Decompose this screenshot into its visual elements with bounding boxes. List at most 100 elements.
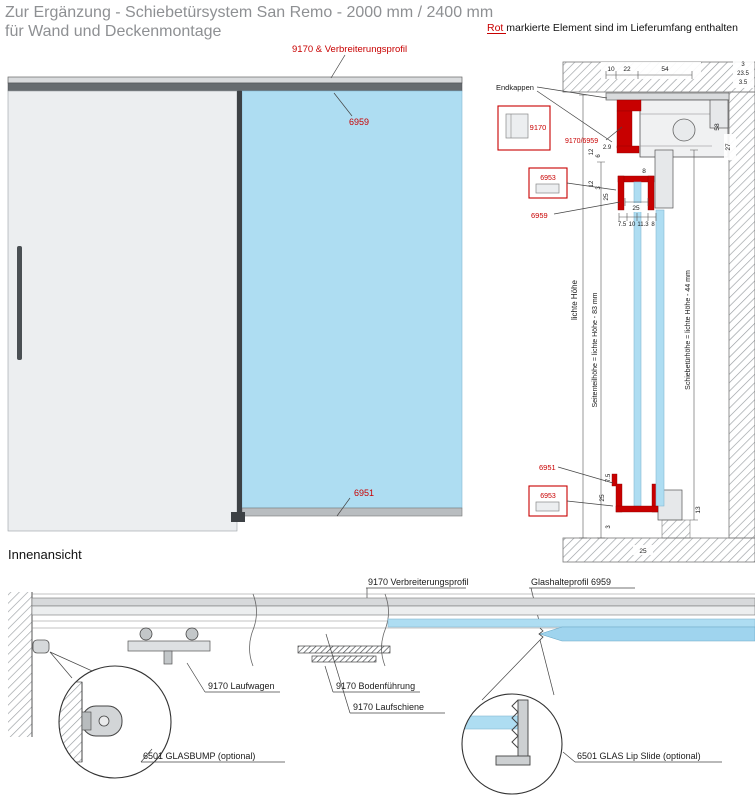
dim-seitenteilhoehe: Seitenteilhöhe = lichte Höhe - 83 mm: [592, 292, 599, 407]
endkappen-label: Endkappen: [496, 83, 534, 92]
top-track-bar: [7, 82, 463, 92]
combo-9170-6959-label: 9170/6959: [565, 138, 598, 145]
lipslide-detail: [462, 699, 531, 766]
elevation-top-profile-label: 9170 & Verbreiterungsprofil: [292, 44, 407, 55]
glashalteprofil-label: Glashalteprofil 6959: [531, 577, 611, 587]
bodenfuehrung-bar-2: [311, 655, 377, 663]
lipslide-foot: [495, 755, 531, 766]
elevation-view: 9170 & Verbreiterungsprofil 6959 6951: [7, 44, 463, 532]
dim-25b: 25: [632, 205, 640, 212]
guide-glyph: [535, 501, 560, 512]
dim-58: 58: [714, 123, 721, 131]
right-wall-hatch: [728, 91, 755, 539]
lipslide-body: [517, 699, 529, 763]
carriage-plate: [127, 640, 211, 652]
track-red-flange: [616, 145, 640, 154]
floor-hatch: [562, 537, 755, 563]
innenansicht-title: Innenansicht: [8, 547, 82, 562]
bodenfuehrung-bar-1: [297, 645, 391, 654]
page-title-line1: Zur Ergänzung - Schiebetürsystem San Rem…: [5, 4, 493, 21]
lipslide-label: 6501 GLAS Lip Slide (optional): [577, 751, 701, 761]
wall-angle-6951: [611, 473, 618, 487]
dim-8a: 8: [642, 168, 646, 175]
box-9170-label: 9170: [530, 123, 547, 132]
dim-7-5a: 7.5: [618, 222, 627, 228]
door-glass-strip: [387, 618, 755, 628]
track-side-chamber: [709, 99, 729, 129]
track-profile-bar: [31, 605, 755, 616]
break-line-right: [381, 593, 389, 667]
dim-12b: 12: [589, 180, 595, 187]
callout-box-6953-top: [528, 167, 568, 199]
dim-54: 54: [661, 66, 669, 73]
box-6953-top-label: 6953: [540, 175, 556, 182]
detail-glass: [462, 715, 519, 730]
carriage: [127, 627, 211, 665]
door-bottom-rail: [241, 507, 463, 517]
elevation-6959-label: 6959: [349, 117, 369, 127]
glass-holder-right-leg: [647, 175, 655, 211]
lipslide-ribs: [511, 699, 519, 749]
elevation-6951-label: 6951: [354, 488, 374, 498]
carriage-wheel-left: [139, 627, 153, 641]
box-6953-bottom-label: 6953: [540, 493, 556, 500]
detail-circle-lipslide: [461, 693, 563, 795]
innenansicht-view: Innenansicht 9170 Verbreiterungsprofil G…: [8, 547, 755, 795]
sliding-door-glass: [241, 90, 463, 509]
dim-25c: 25: [599, 494, 606, 502]
label-6951: 6951: [539, 463, 556, 472]
dim-12a: 12: [589, 148, 595, 155]
dim-22: 22: [623, 66, 631, 73]
callout-box-9170: [497, 105, 551, 151]
door-glass-section: [655, 209, 665, 507]
laufschiene-label: 9170 Laufschiene: [353, 702, 424, 712]
cross-section-view: 10 22 54 3 23.5 3.5 58 27 12 6 2.9 12 3 …: [496, 59, 755, 563]
dim-6: 6: [596, 154, 602, 158]
break-line-left: [249, 593, 257, 667]
door-floor-block: [661, 519, 691, 539]
side-panel-glass-section: [633, 181, 642, 507]
floor-guide-block: [231, 512, 245, 522]
dim-27: 27: [725, 143, 732, 151]
verbreiterungsprofil-label: 9170 Verbreiterungsprofil: [368, 577, 469, 587]
lip-slide-mini: [538, 627, 544, 641]
label-6959: 6959: [531, 211, 548, 220]
floor-guide-bottom: [615, 505, 659, 513]
dim-3: 3: [741, 62, 745, 68]
seal-glyph: [535, 183, 560, 194]
laufwagen-label: 9170 Laufwagen: [208, 681, 275, 691]
callout-box-6953-bottom: [528, 485, 568, 517]
delivery-note: Rot markierte Element sind im Lieferumfa…: [487, 22, 738, 34]
dim-25d: 25: [639, 548, 647, 555]
bodenfuehrung-label: 9170 Bodenführung: [336, 681, 415, 691]
header: Zur Ergänzung - Schiebetürsystem San Rem…: [5, 4, 738, 40]
side-panel-glass: [7, 90, 238, 532]
glasbump-screw: [98, 715, 110, 727]
detail-circle-glasbump: [58, 665, 172, 779]
dim-3-5: 3.5: [739, 80, 748, 86]
dim-lichte-hoehe: lichte Höhe: [570, 279, 579, 320]
door-handle: [17, 246, 22, 360]
delivery-note-highlight: Rot: [487, 22, 503, 34]
leader-line: [336, 497, 351, 517]
dim-13: 13: [695, 506, 702, 514]
carriage-bolt: [163, 650, 173, 665]
wall-hatch: [8, 592, 32, 737]
dim-3c: 3: [606, 525, 612, 529]
roller-wheel: [672, 118, 696, 142]
dim-2-9: 2.9: [603, 145, 612, 151]
carriage-wheel-right: [185, 627, 199, 641]
ceiling-mount-plate: [605, 92, 730, 101]
dim-schiebetuerhoehe: Schiebetürhöhe = lichte Höhe - 44 mm: [685, 270, 692, 390]
page-title-line2: für Wand und Deckenmontage: [5, 23, 222, 40]
glasbump-label: 6501 GLASBUMP (optional): [143, 751, 255, 761]
endcap-glyph: [505, 113, 529, 139]
ceiling-profile-bar: [31, 597, 755, 607]
dim-7-5b: 7.5: [606, 473, 612, 482]
leader-line: [333, 92, 353, 117]
dim-25a: 25: [603, 193, 610, 201]
widening-profile-bar: [7, 76, 463, 84]
glashalteprofil-glass: [539, 626, 755, 642]
